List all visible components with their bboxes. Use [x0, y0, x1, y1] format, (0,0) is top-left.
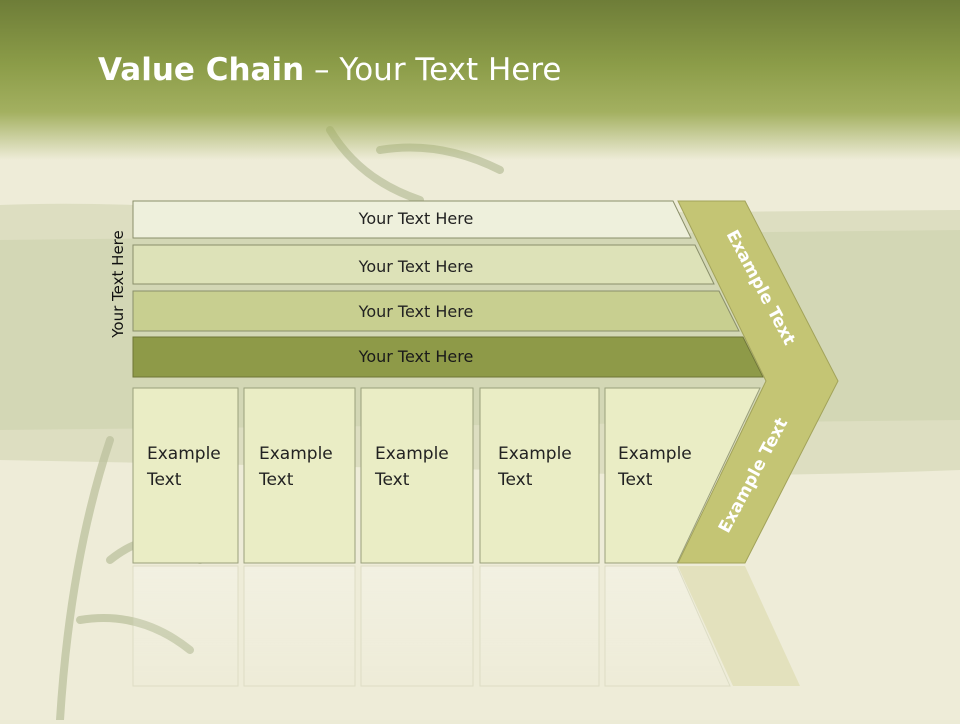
title-bold: Value Chain [98, 52, 305, 88]
bar-4 [132, 336, 764, 378]
reflection [132, 565, 800, 687]
box-2-line-1: Example [259, 444, 333, 464]
bar-3-label: Your Text Here [358, 302, 474, 321]
box-3-line-1: Example [375, 444, 449, 464]
box-1 [132, 387, 239, 564]
header-band [0, 0, 960, 160]
title-rest: – Your Text Here [304, 52, 562, 88]
chevron-arrow [677, 200, 839, 564]
bar-4-label: Your Text Here [358, 347, 474, 366]
bar-2-label: Your Text Here [358, 257, 474, 276]
box-5-line-2: Text [617, 470, 653, 490]
box-5 [604, 387, 761, 564]
box-1-line-1: Example [147, 444, 221, 464]
page-title: Value Chain – Your Text Here [98, 52, 561, 88]
bar-2 [132, 244, 715, 285]
bar-1 [132, 200, 692, 239]
box-3 [360, 387, 474, 564]
box-3-line-2: Text [374, 470, 410, 490]
bar-1-label: Your Text Here [358, 209, 474, 228]
box-2 [243, 387, 356, 564]
box-4 [479, 387, 600, 564]
box-4-line-2: Text [497, 470, 533, 490]
box-1-line-2: Text [146, 470, 182, 490]
box-4-line-1: Example [498, 444, 572, 464]
bar-3 [132, 290, 740, 332]
box-5-line-1: Example [618, 444, 692, 464]
box-2-line-2: Text [258, 470, 294, 490]
